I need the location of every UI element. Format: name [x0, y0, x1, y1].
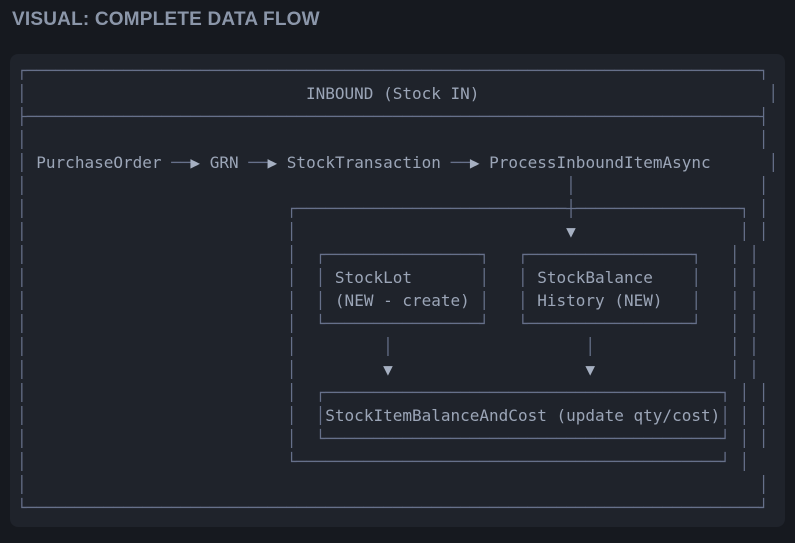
page-title: VISUAL: COMPLETE DATA FLOW: [12, 9, 320, 30]
code-block-panel: ┌───────────────────────────────────────…: [10, 54, 785, 527]
ascii-diagram: ┌───────────────────────────────────────…: [17, 61, 779, 517]
